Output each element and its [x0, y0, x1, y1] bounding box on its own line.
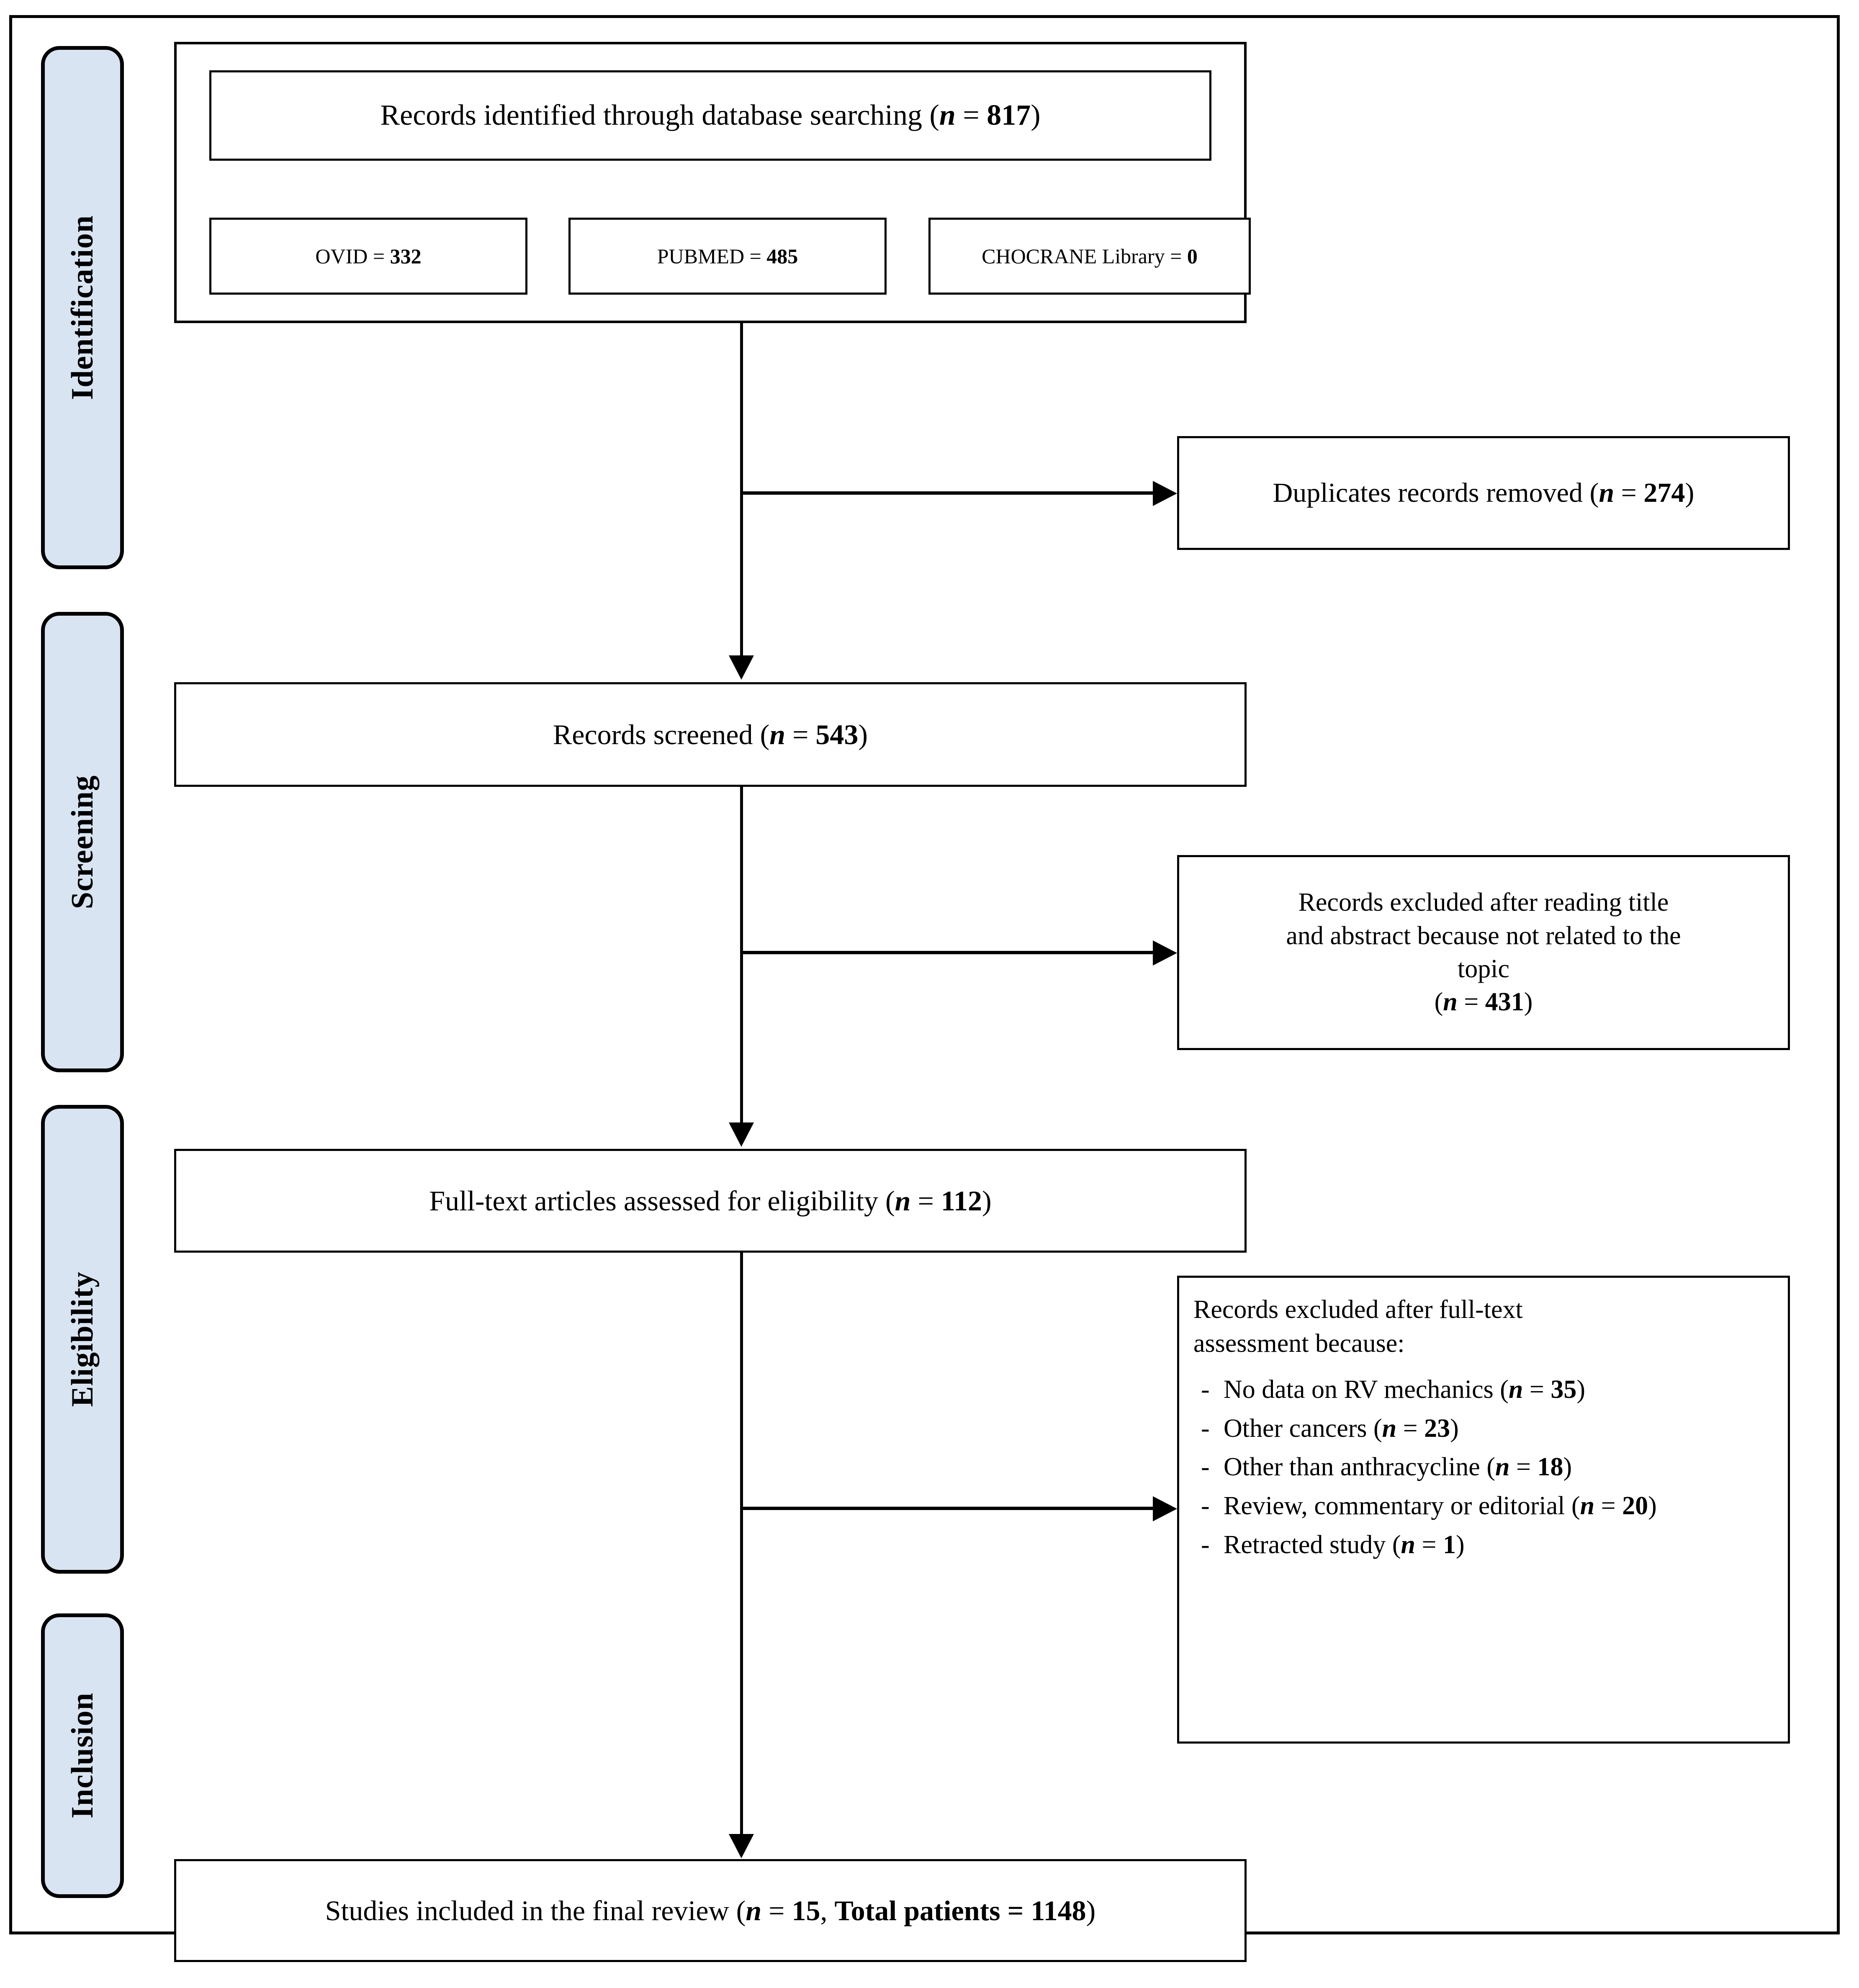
stage-label-screening: Screening: [65, 775, 100, 909]
arrowhead-right-to-excluded-fulltext: [1153, 1496, 1177, 1521]
stage-pill-screening: Screening: [41, 612, 124, 1072]
list-item: No data on RV mechanics (n = 35): [1198, 1373, 1774, 1407]
exclusion-reason-list: No data on RV mechanics (n = 35) Other c…: [1193, 1373, 1774, 1562]
box-database-cochrane: CHOCRANE Library = 0: [928, 218, 1251, 295]
box-database-pubmed: PUBMED = 485: [568, 218, 887, 295]
connector-identification-to-screened: [740, 323, 743, 658]
stage-label-inclusion: Inclusion: [65, 1693, 100, 1819]
box-database-ovid-text: OVID = 332: [315, 244, 422, 268]
box-records-screened: Records screened (n = 543): [174, 682, 1247, 787]
connector-to-duplicates: [742, 491, 1154, 495]
box-database-cochrane-text: CHOCRANE Library = 0: [982, 244, 1198, 268]
list-item: Other than anthracycline (n = 18): [1198, 1450, 1774, 1484]
connector-to-excluded-fulltext: [742, 1507, 1154, 1510]
stage-pill-inclusion: Inclusion: [41, 1613, 124, 1898]
stage-label-identification: Identification: [65, 215, 100, 400]
arrowhead-down-to-fulltext: [729, 1122, 754, 1147]
box-records-screened-text: Records screened (n = 543): [553, 718, 868, 750]
box-fulltext-assessed: Full-text articles assessed for eligibil…: [174, 1149, 1247, 1253]
arrowhead-right-to-excluded-title-abstract: [1153, 940, 1177, 966]
arrowhead-down-to-included: [729, 1834, 754, 1858]
stage-pill-identification: Identification: [41, 46, 124, 569]
box-studies-included: Studies included in the final review (n …: [174, 1859, 1247, 1962]
arrowhead-down-to-screened: [729, 655, 754, 680]
connector-to-excluded-title-abstract: [742, 951, 1154, 954]
box-fulltext-assessed-text: Full-text articles assessed for eligibil…: [429, 1184, 992, 1217]
box-records-identified-text: Records identified through database sear…: [380, 99, 1041, 132]
connector-screened-to-fulltext: [740, 787, 743, 1125]
stage-pill-eligibility: Eligibility: [41, 1105, 124, 1574]
list-item: Review, commentary or editorial (n = 20): [1198, 1489, 1774, 1523]
box-studies-included-text: Studies included in the final review (n …: [325, 1894, 1096, 1926]
arrowhead-right-to-duplicates: [1153, 481, 1177, 506]
connector-fulltext-to-included: [740, 1253, 743, 1836]
box-database-ovid: OVID = 332: [209, 218, 527, 295]
list-item: Retracted study (n = 1): [1198, 1528, 1774, 1562]
box-records-identified: Records identified through database sear…: [209, 70, 1211, 161]
stage-label-eligibility: Eligibility: [65, 1271, 100, 1407]
box-database-pubmed-text: PUBMED = 485: [657, 244, 798, 268]
list-item: Other cancers (n = 23): [1198, 1412, 1774, 1446]
box-duplicates-removed-text: Duplicates records removed (n = 274): [1273, 477, 1694, 508]
box-duplicates-removed: Duplicates records removed (n = 274): [1177, 436, 1790, 550]
